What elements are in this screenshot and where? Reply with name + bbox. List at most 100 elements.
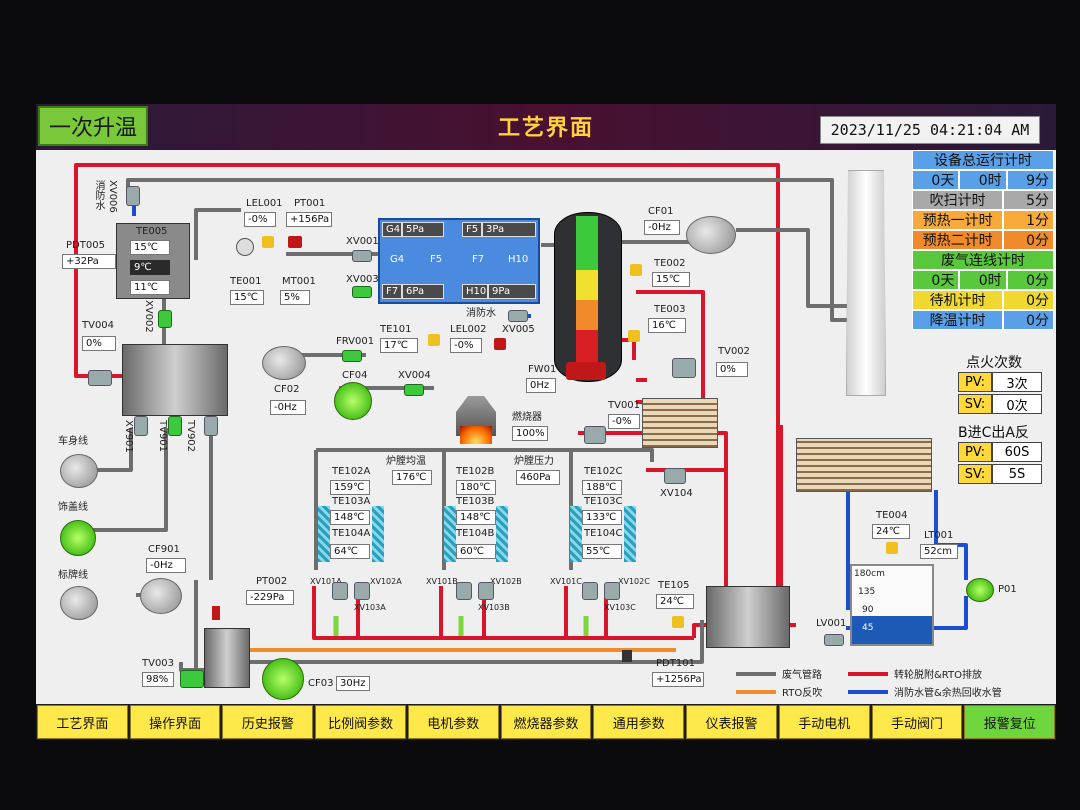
exhaust-days: 0天 [912, 270, 960, 290]
trim-line-fan-icon[interactable] [60, 520, 96, 556]
cooldown-value: 0分 [1003, 310, 1054, 330]
red-pipe [74, 163, 780, 590]
alarm-reset-button[interactable]: 报警复位 [964, 705, 1056, 739]
tv001-label: TV001 [608, 400, 641, 411]
te101-label: TE101 [380, 324, 412, 335]
te102c-label: TE102C [584, 466, 623, 477]
xv002-valve[interactable] [158, 310, 172, 328]
nav-general-params[interactable]: 通用参数 [593, 705, 685, 739]
wheel-drive-motor [566, 362, 606, 380]
te103c-label: TE103C [584, 496, 623, 507]
te104c-label: TE104C [584, 528, 623, 539]
te102b-value: 180℃ [456, 480, 496, 495]
xv004-valve[interactable] [404, 384, 424, 396]
fire-water-valve[interactable] [508, 310, 528, 322]
media-bed-b-right [496, 506, 508, 562]
tv901-valve[interactable] [168, 416, 182, 436]
tv001-value: -0% [608, 414, 640, 429]
tv003-valve[interactable] [180, 670, 204, 688]
xv102b-valve[interactable] [478, 582, 494, 600]
filter-h10-stage: H10 [508, 254, 529, 265]
furnace-temp-label: 炉膛均温 [386, 456, 426, 467]
legend-gas: 废气管路 [736, 666, 822, 681]
red-pipe [578, 431, 728, 590]
xv103b-label: XV103B [478, 603, 510, 612]
xv102c-valve[interactable] [604, 582, 620, 600]
filter-f7-value: 6Pa [402, 284, 444, 299]
thermometer-icon [628, 330, 640, 342]
xv001-valve[interactable] [352, 250, 372, 262]
tv002-valve[interactable] [672, 358, 696, 378]
xv101a-valve[interactable] [332, 582, 348, 600]
te004-label: TE004 [876, 510, 908, 521]
pdt005-value: +32Pa [62, 254, 116, 269]
te005-label: TE005 [136, 226, 168, 237]
filter-f5-stage: F5 [430, 254, 443, 265]
lel001-value: -0% [244, 212, 276, 227]
cf01-fan-icon[interactable] [686, 216, 736, 254]
sign-line-fan-icon[interactable] [60, 586, 98, 620]
frv001-valve[interactable] [342, 350, 362, 362]
filter-f7-tag: F7 [382, 284, 402, 299]
hmi-screen: 一次升温 工艺界面 2023/11/25 04:21:04 AM [36, 104, 1056, 740]
nav-operation[interactable]: 操作界面 [129, 705, 221, 739]
green-stub [333, 616, 589, 636]
switch-sv-value[interactable]: 5S [992, 464, 1042, 484]
nav-process[interactable]: 工艺界面 [37, 705, 128, 739]
te002-label: TE002 [654, 258, 686, 269]
switch-pv-value: 60S [992, 442, 1042, 462]
nav-burner-params[interactable]: 燃烧器参数 [500, 705, 592, 739]
nav-valve-params[interactable]: 比例阀参数 [315, 705, 406, 739]
xv102a-valve[interactable] [354, 582, 370, 600]
grey-pipe [86, 428, 133, 472]
cf901-value: -0Hz [146, 558, 186, 573]
nav-instrument-alarm[interactable]: 仪表报警 [686, 705, 777, 739]
fire-water-label: 消防水 [93, 180, 104, 210]
tv001-valve[interactable] [584, 426, 606, 444]
xv101c-valve[interactable] [582, 582, 598, 600]
te103a-label: TE103A [332, 496, 371, 507]
ignition-sv: SV:0次 [958, 394, 1042, 414]
mode-indicator[interactable]: 一次升温 [38, 106, 148, 146]
tv002-label: TV002 [718, 346, 751, 357]
xv901-valve[interactable] [134, 416, 148, 436]
tv003-value: 98% [142, 672, 174, 687]
tv902-valve[interactable] [204, 416, 218, 436]
cf04-fan-icon[interactable] [334, 382, 372, 420]
cf03-fan-icon[interactable] [262, 658, 304, 700]
lel002-value: -0% [450, 338, 482, 353]
ignition-title: 点火次数 [966, 355, 1022, 371]
purge-label: 吹扫计时 [912, 190, 1004, 210]
te104c-value: 55℃ [582, 544, 622, 559]
nav-motor-params[interactable]: 电机参数 [407, 705, 499, 739]
te001-value: 15℃ [230, 290, 264, 305]
cf02-fan-icon[interactable] [262, 346, 306, 380]
filter-g4-tag: G4 [382, 222, 402, 237]
ignition-sv-value[interactable]: 0次 [992, 394, 1042, 414]
tv004-valve[interactable] [88, 370, 112, 386]
cool-zone [576, 270, 598, 300]
vehicle-line-fan-icon[interactable] [60, 454, 98, 488]
nav-manual-valve[interactable]: 手动阀门 [871, 705, 963, 739]
xv104-valve[interactable] [664, 468, 686, 484]
p01-pump-icon[interactable] [966, 578, 994, 602]
tv004-value: 0% [82, 336, 116, 351]
nav-manual-motor[interactable]: 手动电机 [778, 705, 870, 739]
cf901-label: CF901 [148, 544, 180, 555]
cf901-fan-icon[interactable] [140, 578, 182, 614]
tv902-label: TV902 [185, 420, 196, 453]
xv101b-valve[interactable] [456, 582, 472, 600]
xv103c-label: XV103C [604, 603, 636, 612]
water-level [852, 616, 932, 644]
grey-pipe [194, 208, 241, 260]
burner-label: 燃烧器 [512, 412, 542, 423]
te104b-value: 60℃ [456, 544, 496, 559]
rto-exhaust-unit [706, 586, 790, 648]
lv001-valve[interactable] [824, 634, 844, 646]
cf03-value: 30Hz [336, 676, 370, 691]
xv006-valve[interactable] [126, 186, 140, 206]
xv001-label: XV001 [346, 236, 379, 247]
nav-alarm-history[interactable]: 历史报警 [222, 705, 314, 739]
cf02-label: CF02 [274, 384, 300, 395]
xv003-valve[interactable] [352, 286, 372, 298]
